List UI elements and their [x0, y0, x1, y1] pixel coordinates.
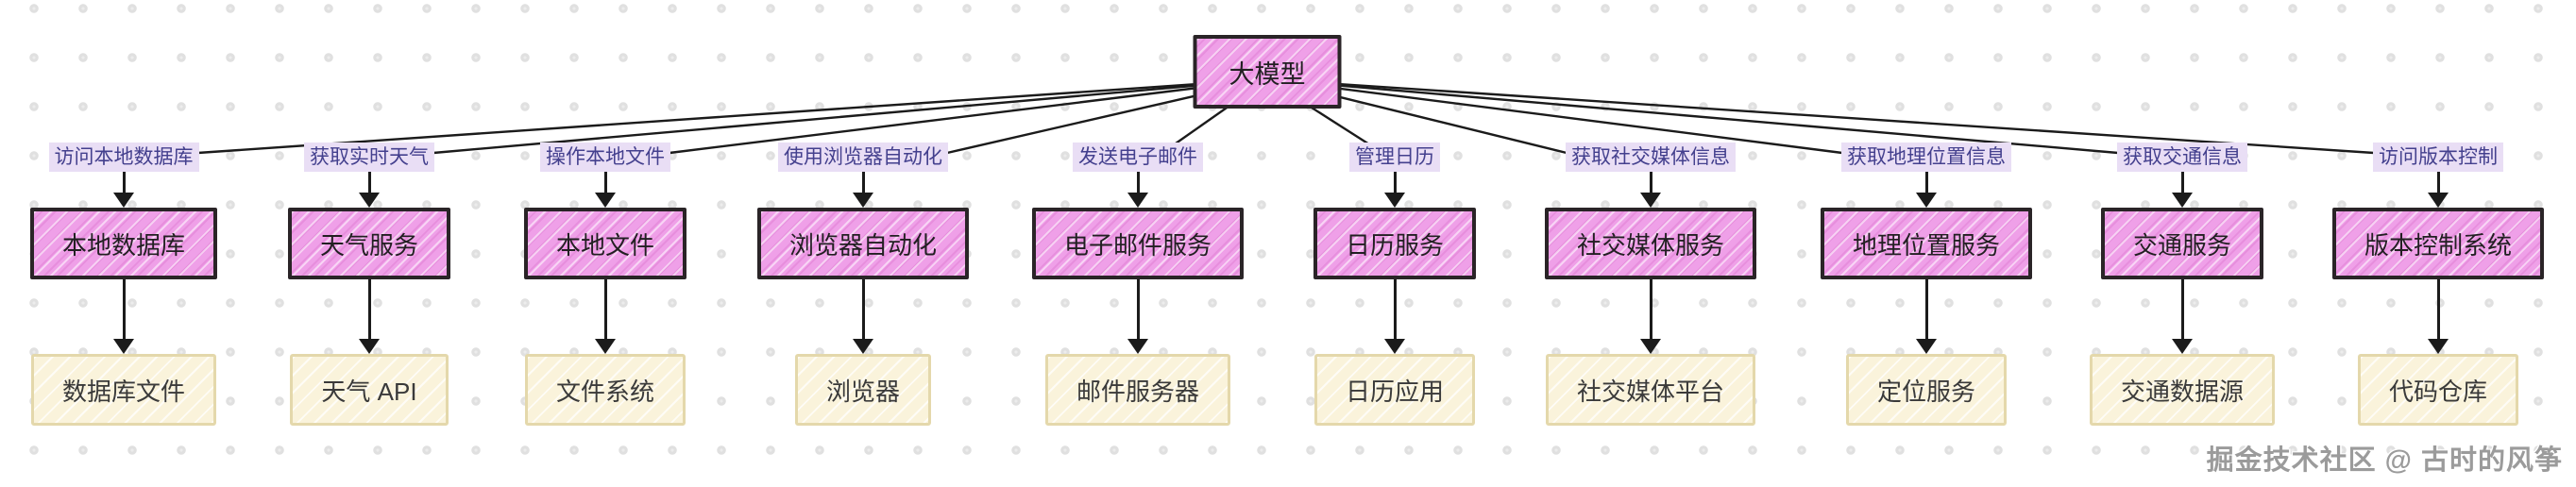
- target-node: 交通数据源: [2089, 354, 2276, 426]
- service-node: 浏览器自动化: [756, 208, 970, 279]
- root-node-label: 大模型: [1229, 59, 1306, 89]
- diagram-column: 发送电子邮件 电子邮件服务 邮件服务器: [1031, 143, 1245, 426]
- edge-label: 获取社交媒体信息: [1565, 143, 1736, 172]
- diagram-column: 使用浏览器自动化 浏览器自动化 浏览器: [756, 143, 970, 426]
- arrow-down-icon: [1649, 279, 1652, 340]
- diagram-column: 获取地理位置信息 地理位置服务 定位服务: [1820, 143, 2033, 426]
- service-node-label: 社交媒体服务: [1576, 230, 1725, 260]
- diagram-column: 访问本地数据库 本地数据库 数据库文件: [29, 143, 218, 426]
- target-node: 浏览器: [794, 354, 932, 426]
- edge-label-text: 获取交通信息: [2122, 146, 2242, 168]
- arrow-down-icon: [1393, 172, 1397, 193]
- target-node-label: 定位服务: [1876, 377, 1976, 406]
- target-node: 邮件服务器: [1044, 354, 1231, 426]
- arrow-down-icon: [1393, 279, 1397, 340]
- target-node-label: 交通数据源: [2120, 377, 2245, 406]
- edge-label: 操作本地文件: [539, 143, 670, 172]
- target-node: 定位服务: [1845, 354, 2008, 426]
- edge-label: 管理日历: [1348, 143, 1440, 172]
- target-node-label: 代码仓库: [2388, 377, 2488, 406]
- service-node-label: 本地数据库: [61, 230, 186, 260]
- service-node: 地理位置服务: [1820, 208, 2033, 279]
- arrow-down-icon: [603, 172, 607, 193]
- service-node: 本地数据库: [29, 208, 218, 279]
- edge-label-text: 获取社交媒体信息: [1570, 146, 1730, 168]
- service-node-label: 地理位置服务: [1852, 230, 2001, 260]
- target-node-label: 天气 API: [321, 377, 417, 406]
- service-node: 交通服务: [2100, 208, 2264, 279]
- watermark-text: 掘金技术社区 @ 古时的风筝: [2206, 445, 2563, 476]
- edge-label-text: 获取实时天气: [309, 146, 429, 168]
- edge-label: 访问本地数据库: [48, 143, 199, 172]
- target-node-label: 文件系统: [555, 377, 655, 406]
- target-node: 社交媒体平台: [1545, 354, 1756, 426]
- arrow-down-icon: [1924, 279, 1928, 340]
- target-node-label: 数据库文件: [61, 377, 186, 406]
- edge-label-text: 使用浏览器自动化: [783, 146, 942, 168]
- service-node: 电子邮件服务: [1031, 208, 1245, 279]
- diagram-column: 操作本地文件 本地文件 文件系统: [523, 143, 687, 426]
- service-node: 天气服务: [287, 208, 451, 279]
- service-node: 本地文件: [523, 208, 687, 279]
- arrow-down-icon: [861, 172, 865, 193]
- edge-label: 使用浏览器自动化: [777, 143, 948, 172]
- diagram-column: 获取社交媒体信息 社交媒体服务 社交媒体平台: [1544, 143, 1757, 426]
- service-node: 日历服务: [1313, 208, 1477, 279]
- edge-label-text: 访问版本控制: [2378, 146, 2498, 168]
- arrow-down-icon: [122, 279, 126, 340]
- service-node-label: 浏览器自动化: [788, 230, 938, 260]
- arrow-down-icon: [2436, 279, 2440, 340]
- edge-label-text: 访问本地数据库: [54, 146, 194, 168]
- edge-label-text: 操作本地文件: [545, 146, 665, 168]
- edge-label: 访问版本控制: [2372, 143, 2503, 172]
- arrow-down-icon: [122, 172, 126, 193]
- edge-label: 获取交通信息: [2116, 143, 2247, 172]
- target-node-label: 浏览器: [825, 377, 901, 406]
- target-node-label: 邮件服务器: [1076, 377, 1200, 406]
- service-node-label: 交通服务: [2132, 230, 2232, 260]
- edge-label-text: 发送电子邮件: [1077, 146, 1197, 168]
- service-node-label: 日历服务: [1345, 230, 1445, 260]
- diagram-column: 获取实时天气 天气服务 天气 API: [287, 143, 451, 426]
- arrow-down-icon: [2180, 172, 2184, 193]
- target-node: 代码仓库: [2357, 354, 2519, 426]
- edge-label: 获取实时天气: [303, 143, 434, 172]
- arrow-down-icon: [2436, 172, 2440, 193]
- service-node-label: 天气服务: [319, 230, 419, 260]
- arrow-down-icon: [1136, 279, 1140, 340]
- edge-label: 获取地理位置信息: [1840, 143, 2011, 172]
- root-node-large-model: 大模型: [1193, 35, 1342, 109]
- target-node: 数据库文件: [30, 354, 217, 426]
- service-node-label: 版本控制系统: [2364, 230, 2513, 260]
- edge-label: 发送电子邮件: [1072, 143, 1203, 172]
- arrow-down-icon: [1924, 172, 1928, 193]
- service-node: 版本控制系统: [2331, 208, 2545, 279]
- target-node-label: 社交媒体平台: [1576, 377, 1725, 406]
- target-node: 文件系统: [524, 354, 686, 426]
- diagram-column: 获取交通信息 交通服务 交通数据源: [2089, 143, 2276, 426]
- arrow-down-icon: [603, 279, 607, 340]
- target-node-label: 日历应用: [1345, 377, 1445, 406]
- arrow-down-icon: [1136, 172, 1140, 193]
- arrow-down-icon: [861, 279, 865, 340]
- diagram-column: 访问版本控制 版本控制系统 代码仓库: [2331, 143, 2545, 426]
- edge-label-text: 管理日历: [1354, 146, 1434, 168]
- arrow-down-icon: [367, 172, 371, 193]
- arrow-down-icon: [1649, 172, 1652, 193]
- service-node: 社交媒体服务: [1544, 208, 1757, 279]
- diagram-column: 管理日历 日历服务 日历应用: [1313, 143, 1477, 426]
- arrow-down-icon: [2180, 279, 2184, 340]
- service-node-label: 本地文件: [555, 230, 655, 260]
- edge-label-text: 获取地理位置信息: [1846, 146, 2006, 168]
- target-node: 日历应用: [1313, 354, 1476, 426]
- service-node-label: 电子邮件服务: [1063, 230, 1212, 260]
- arrow-down-icon: [367, 279, 371, 340]
- target-node: 天气 API: [290, 354, 449, 426]
